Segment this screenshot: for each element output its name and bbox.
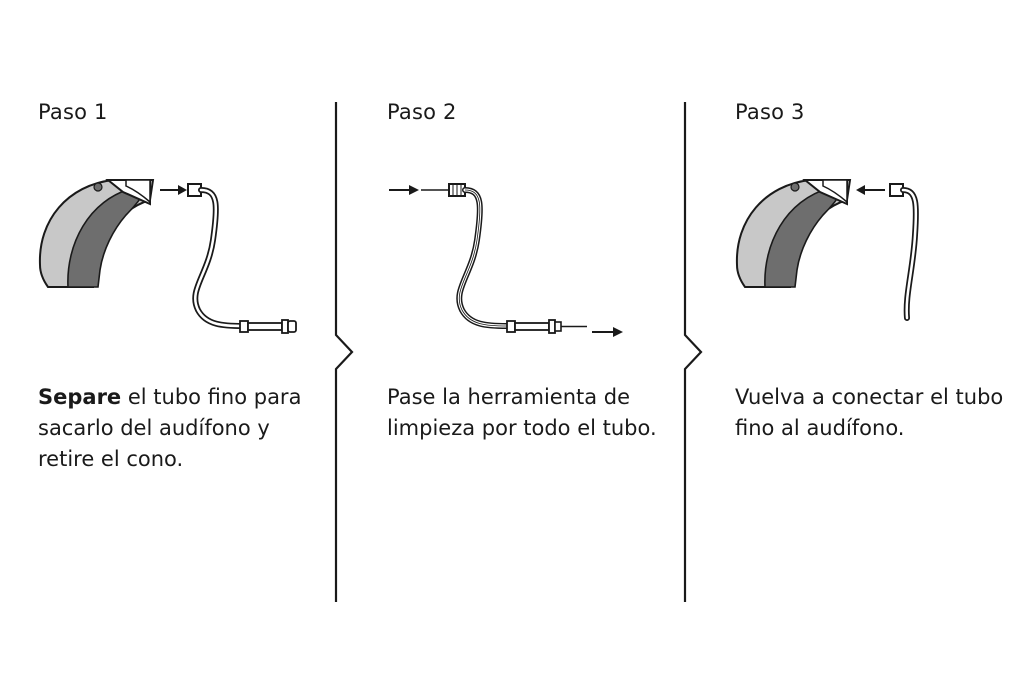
step-instruction-rest: Pase la herramienta de limpieza por todo… xyxy=(387,385,657,440)
step-instruction: Vuelva a conectar el tubo fino al audífo… xyxy=(735,382,1005,444)
step-2: Paso 2 Pase la herramienta de limpieza p… xyxy=(387,0,677,683)
step-title: Paso 1 xyxy=(38,100,108,124)
step-instruction-rest: Vuelva a conectar el tubo fino al audífo… xyxy=(735,385,1004,440)
arrow-right-icon xyxy=(389,185,419,195)
thin-tube xyxy=(192,187,271,329)
step-1: Paso 1 Separe el tubo fino para sacarlo … xyxy=(38,0,328,683)
step-3-illustration xyxy=(735,179,919,321)
step-divider-2 xyxy=(683,102,703,602)
step-2-illustration xyxy=(389,183,623,337)
thin-tube xyxy=(456,187,520,329)
step-instruction-rest: el tubo fino para sacarlo del audífono y… xyxy=(38,385,302,471)
step-title: Paso 3 xyxy=(735,100,805,124)
step-instruction-bold: Separe xyxy=(38,385,122,409)
step-instruction: Separe el tubo fino para sacarlo del aud… xyxy=(38,382,328,475)
arrow-left-icon xyxy=(856,185,885,195)
hearing-aid-icon xyxy=(735,179,852,288)
step-instruction: Pase la herramienta de limpieza por todo… xyxy=(387,382,677,444)
arrow-right-icon xyxy=(160,185,187,195)
step-title: Paso 2 xyxy=(387,100,457,124)
hearing-aid-icon xyxy=(38,179,155,288)
step-3: Paso 3 Vuelva a conectar el tubo fino al… xyxy=(735,0,1005,683)
arrow-right-icon xyxy=(592,327,623,337)
step-1-illustration xyxy=(38,179,297,334)
